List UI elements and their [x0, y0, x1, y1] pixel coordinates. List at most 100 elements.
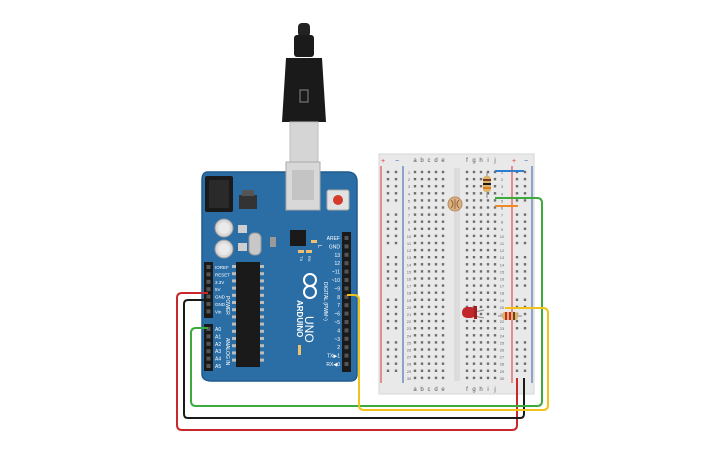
breadboard-hole[interactable] — [493, 185, 497, 188]
breadboard-hole[interactable] — [413, 334, 417, 337]
breadboard-hole[interactable] — [472, 192, 476, 195]
wire-green-a0[interactable] — [190, 197, 543, 407]
breadboard-hole[interactable] — [441, 305, 445, 309]
rail-hole[interactable] — [523, 298, 527, 301]
digital-pin-socket[interactable] — [344, 311, 349, 316]
breadboard-hole[interactable] — [413, 305, 417, 309]
usb-cable[interactable] — [282, 23, 326, 163]
breadboard-hole[interactable] — [434, 234, 438, 238]
rail-hole[interactable] — [386, 185, 390, 188]
rail-hole[interactable] — [394, 341, 398, 344]
breadboard-hole[interactable] — [479, 199, 483, 202]
breadboard-hole[interactable] — [493, 376, 497, 380]
breadboard-hole[interactable] — [493, 263, 497, 266]
breadboard-hole[interactable] — [441, 256, 445, 259]
rail-hole[interactable] — [515, 241, 519, 245]
breadboard-hole[interactable] — [441, 199, 445, 202]
breadboard-hole[interactable] — [434, 369, 438, 372]
breadboard-hole[interactable] — [420, 213, 424, 216]
breadboard-hole[interactable] — [441, 341, 445, 344]
breadboard-hole[interactable] — [493, 234, 497, 238]
breadboard-hole[interactable] — [472, 341, 476, 344]
breadboard-hole[interactable] — [427, 355, 431, 358]
breadboard-hole[interactable] — [434, 355, 438, 358]
breadboard-hole[interactable] — [472, 270, 476, 273]
breadboard-hole[interactable] — [434, 192, 438, 195]
rail-hole[interactable] — [523, 220, 527, 223]
rail-hole[interactable] — [394, 185, 398, 188]
breadboard-hole[interactable] — [427, 348, 431, 351]
breadboard-hole[interactable] — [465, 248, 469, 252]
breadboard-hole[interactable] — [472, 327, 476, 330]
breadboard-hole[interactable] — [472, 355, 476, 358]
breadboard-hole[interactable] — [493, 355, 497, 358]
breadboard-hole[interactable] — [427, 185, 431, 188]
rail-hole[interactable] — [394, 327, 398, 330]
power-pin-socket[interactable] — [206, 272, 211, 277]
rail-hole[interactable] — [523, 312, 527, 316]
breadboard-hole[interactable] — [413, 227, 417, 230]
breadboard-hole[interactable] — [479, 248, 483, 252]
breadboard-hole[interactable] — [420, 220, 424, 223]
breadboard-hole[interactable] — [465, 185, 469, 188]
rail-hole[interactable] — [394, 213, 398, 216]
breadboard-hole[interactable] — [427, 248, 431, 252]
breadboard-hole[interactable] — [420, 369, 424, 372]
breadboard-hole[interactable] — [413, 327, 417, 330]
breadboard-hole[interactable] — [486, 362, 490, 365]
rail-hole[interactable] — [523, 319, 527, 323]
breadboard-hole[interactable] — [427, 312, 431, 316]
breadboard-hole[interactable] — [441, 185, 445, 188]
breadboard-hole[interactable] — [479, 334, 483, 337]
rail-hole[interactable] — [523, 177, 527, 181]
breadboard-hole[interactable] — [420, 362, 424, 365]
rail-hole[interactable] — [394, 277, 398, 280]
rail-hole[interactable] — [515, 305, 519, 309]
breadboard-hole[interactable] — [434, 341, 438, 344]
breadboard-hole[interactable] — [434, 327, 438, 330]
rail-hole[interactable] — [523, 185, 527, 188]
breadboard-hole[interactable] — [465, 284, 469, 287]
breadboard-hole[interactable] — [465, 362, 469, 365]
breadboard-hole[interactable] — [472, 185, 476, 188]
breadboard-hole[interactable] — [434, 270, 438, 273]
rail-hole[interactable] — [523, 213, 527, 216]
rail-hole[interactable] — [386, 192, 390, 195]
breadboard-hole[interactable] — [427, 220, 431, 223]
breadboard-hole[interactable] — [465, 206, 469, 209]
rail-hole[interactable] — [523, 348, 527, 351]
breadboard-hole[interactable] — [493, 291, 497, 294]
breadboard-hole[interactable] — [427, 227, 431, 230]
rail-hole[interactable] — [394, 348, 398, 351]
rail-hole[interactable] — [523, 284, 527, 287]
rail-hole[interactable] — [523, 355, 527, 358]
breadboard-hole[interactable] — [441, 177, 445, 181]
rail-hole[interactable] — [394, 305, 398, 309]
breadboard-hole[interactable] — [465, 234, 469, 238]
breadboard-hole[interactable] — [472, 319, 476, 323]
breadboard-hole[interactable] — [420, 291, 424, 294]
breadboard-hole[interactable] — [486, 341, 490, 344]
rail-hole[interactable] — [386, 341, 390, 344]
breadboard-hole[interactable] — [486, 270, 490, 273]
breadboard-hole[interactable] — [472, 248, 476, 252]
breadboard-hole[interactable] — [479, 312, 483, 316]
rail-hole[interactable] — [386, 213, 390, 216]
rail-hole[interactable] — [394, 263, 398, 266]
power-pin-socket[interactable] — [206, 309, 211, 314]
breadboard-hole[interactable] — [413, 263, 417, 266]
breadboard-hole[interactable] — [465, 319, 469, 323]
breadboard-hole[interactable] — [472, 234, 476, 238]
photoresistor[interactable] — [447, 196, 463, 212]
breadboard-hole[interactable] — [434, 170, 438, 174]
breadboard-hole[interactable] — [472, 220, 476, 223]
rail-hole[interactable] — [523, 305, 527, 309]
breadboard-hole[interactable] — [493, 362, 497, 365]
breadboard-hole[interactable] — [479, 185, 483, 188]
breadboard-hole[interactable] — [420, 177, 424, 181]
wire-yellow-pin9[interactable] — [347, 294, 549, 411]
breadboard-hole[interactable] — [441, 206, 445, 209]
breadboard-hole[interactable] — [472, 284, 476, 287]
breadboard-hole[interactable] — [413, 192, 417, 195]
